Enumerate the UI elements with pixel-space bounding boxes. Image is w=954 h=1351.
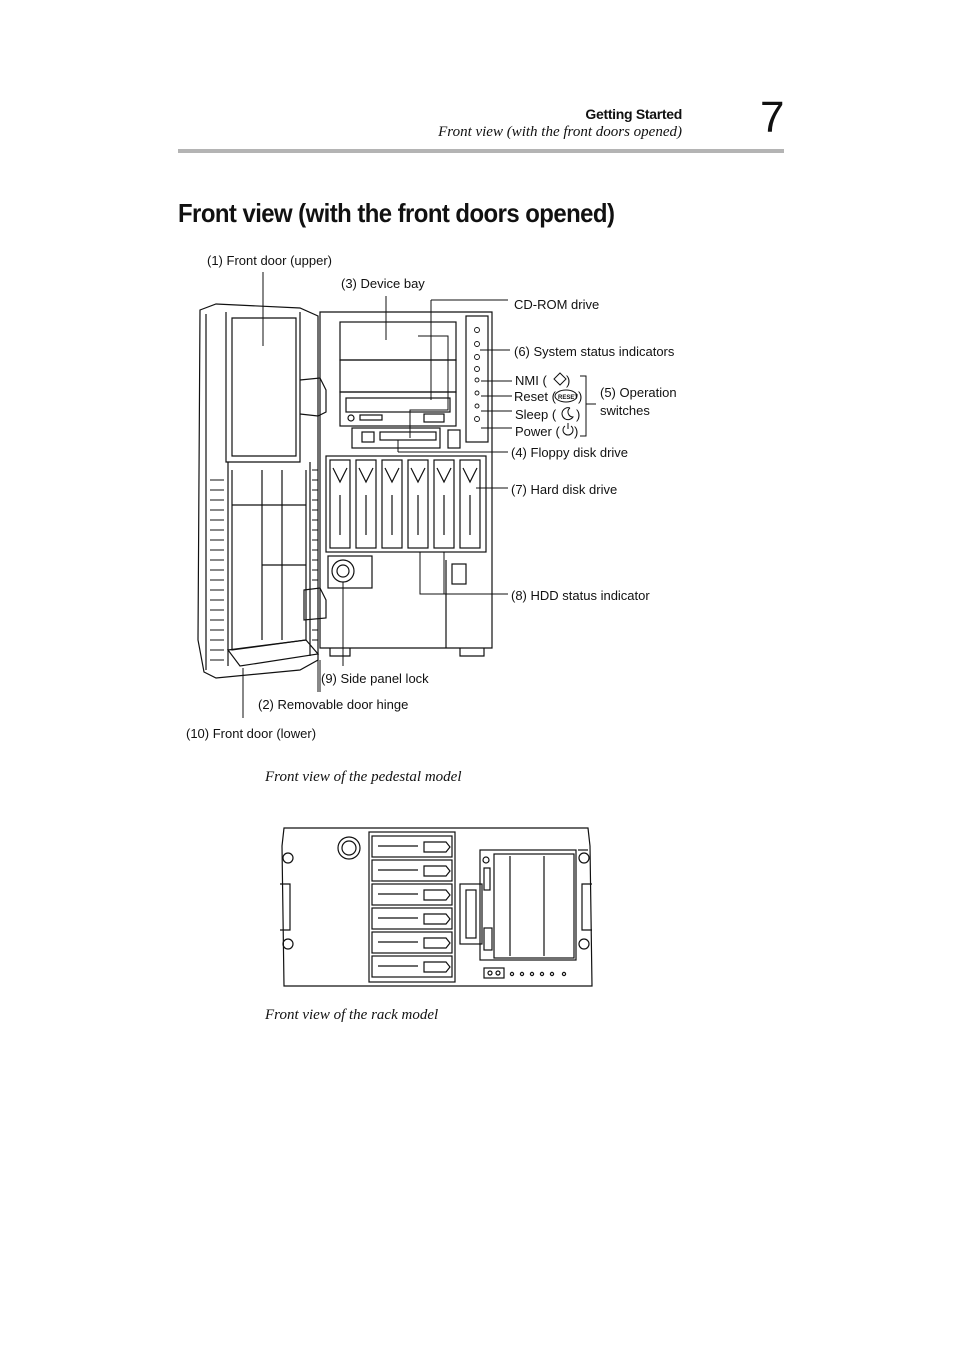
hdd-trays: [329, 459, 481, 549]
running-header-subsection: Front view (with the front doors opened): [438, 124, 682, 140]
page-title: Front view (with the front doors opened): [178, 198, 615, 228]
svg-text:RESET: RESET: [558, 395, 578, 401]
nmi-icon: [553, 372, 567, 386]
chapter-number: 7: [760, 93, 785, 142]
svg-text:): ): [576, 407, 580, 422]
sleep-icon: [561, 407, 574, 421]
label-front-door-upper: (1) Front door (upper): [207, 253, 332, 268]
label-cdrom-drive: CD-ROM drive: [514, 297, 599, 312]
leader-lines: [242, 272, 596, 718]
svg-text:): ): [574, 424, 578, 439]
label-nmi: NMI (: [515, 373, 547, 388]
label-reset: Reset (: [514, 389, 557, 404]
label-floppy-disk-drive: (4) Floppy disk drive: [511, 445, 628, 460]
switch-icons: ) RESET ) ) ): [553, 372, 582, 439]
caption-pedestal-model: Front view of the pedestal model: [265, 769, 462, 785]
label-sleep: Sleep (: [515, 407, 557, 422]
label-front-door-lower: (10) Front door (lower): [186, 726, 316, 741]
svg-text:): ): [566, 373, 570, 388]
label-removable-door-hinge: (2) Removable door hinge: [258, 697, 408, 712]
front-door-illustration: [197, 303, 327, 679]
power-icon: [562, 423, 574, 436]
running-header-section: Getting Started: [585, 106, 682, 122]
label-operation-switches-1: (5) Operation: [600, 385, 677, 400]
svg-text:): ): [578, 389, 582, 404]
label-operation-switches-2: switches: [600, 403, 650, 418]
callout-labels: (1) Front door (upper) (3) Device bay CD…: [186, 253, 677, 741]
label-system-status-indicators: (6) System status indicators: [514, 344, 675, 359]
reset-icon: [554, 389, 578, 403]
label-power: Power (: [515, 424, 560, 439]
label-device-bay: (3) Device bay: [341, 276, 425, 291]
caption-rack-model: Front view of the rack model: [265, 1007, 439, 1023]
label-hard-disk-drive: (7) Hard disk drive: [511, 482, 617, 497]
chassis-illustration: [319, 311, 493, 657]
header-rule: [178, 149, 784, 153]
label-side-panel-lock: (9) Side panel lock: [321, 671, 429, 686]
label-hdd-status-indicator: (8) HDD status indicator: [511, 588, 650, 603]
